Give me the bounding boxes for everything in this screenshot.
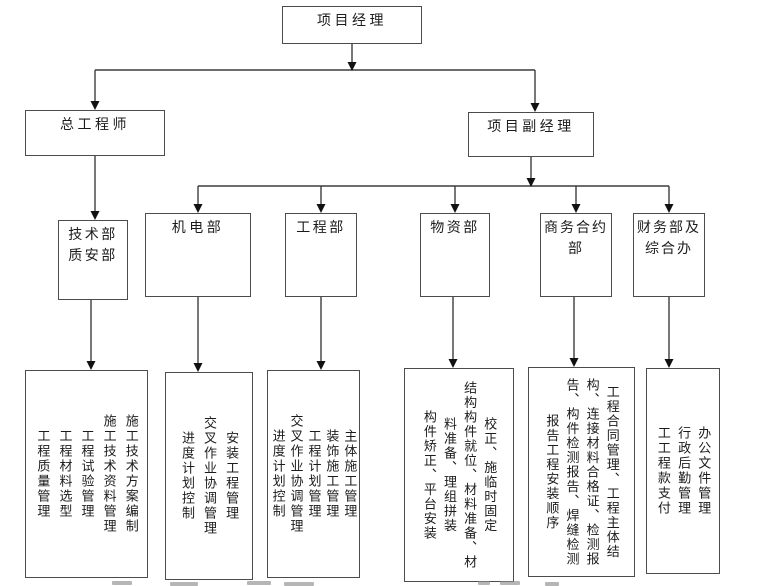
- dept-label-line: 工程部: [296, 221, 346, 236]
- arrowhead-icons: [86, 62, 674, 372]
- duty-column: 交叉作业协调管理: [202, 416, 218, 536]
- node-chief-engineer: 总工程师: [25, 110, 165, 156]
- cropped-caption-artifact: [478, 581, 490, 585]
- duty-column: 施工技术资料管理: [101, 414, 117, 534]
- node-deputy-project-manager-label: 项目副经理: [487, 120, 575, 135]
- dept-label-line: 综合办: [645, 242, 693, 257]
- duties-tech-quality: 施工技术方案编制 施工技术资料管理 工程试验管理 工程材料选型 工程质量管理: [25, 370, 148, 578]
- duty-column: 装饰施工管理: [324, 429, 340, 519]
- duties-text: 主体施工管理 装饰施工管理 工程计划管理 交叉作业协调管理 进度计划控制: [269, 371, 359, 577]
- duty-column: 工程合同管理、工程主体结: [604, 385, 620, 559]
- duty-column: 工工程款支付: [655, 426, 671, 516]
- duty-column: 构、连接材料合格证、检测报: [584, 377, 600, 567]
- node-project-manager-label: 项目经理: [317, 14, 387, 29]
- cropped-caption-artifact: [500, 581, 520, 585]
- duty-column: 工程质量管理: [35, 429, 51, 519]
- duties-text: 安装工程管理 交叉作业协调管理 进度计划控制: [176, 373, 242, 579]
- duty-column: 校正、施临时固定: [482, 417, 498, 533]
- duty-column: 办公文件管理: [696, 426, 712, 516]
- duties-mech-elec: 安装工程管理 交叉作业协调管理 进度计划控制: [165, 372, 253, 580]
- dept-label-line: 部: [568, 242, 584, 257]
- dept-label-line: 质安部: [68, 249, 118, 264]
- duty-column: 进度计划控制: [270, 429, 286, 519]
- duties-text: 校正、施临时固定 结构构件就位、材料准备、材 料准备、理组拼装 构件矫正、平台安…: [419, 369, 500, 581]
- duty-column: 报告工程安装顺序: [544, 414, 560, 530]
- duty-column: 料准备、理组拼装: [442, 417, 457, 533]
- node-dept-materials: 物资部: [420, 213, 490, 297]
- dept-label-line: 商务合约: [544, 221, 608, 236]
- node-chief-engineer-label: 总工程师: [60, 118, 130, 133]
- dept-label-line: 财务部及: [637, 221, 701, 236]
- cropped-caption-artifact: [284, 582, 314, 586]
- cropped-caption-artifact: [170, 582, 198, 586]
- duties-commerce-contract: 工程合同管理、工程主体结 构、连接材料合格证、检测报 告、构件检测报告、焊缝检测…: [528, 367, 635, 577]
- node-dept-finance-office: 财务部及 综合办: [633, 213, 705, 297]
- duties-materials: 校正、施临时固定 结构构件就位、材料准备、材 料准备、理组拼装 构件矫正、平台安…: [404, 368, 514, 582]
- duty-column: 结构构件就位、材料准备、材: [462, 380, 478, 570]
- duties-finance-office: 办公文件管理 行政后勤管理 工工程款支付: [646, 368, 720, 574]
- duty-column: 施工技术方案编制: [123, 414, 139, 534]
- duty-column: 工程计划管理: [306, 429, 322, 519]
- node-dept-engineering: 工程部: [285, 213, 357, 297]
- dept-label-line: 机电部: [171, 221, 225, 236]
- duty-column: 交叉作业协调管理: [288, 414, 304, 534]
- duties-engineering: 主体施工管理 装饰施工管理 工程计划管理 交叉作业协调管理 进度计划控制: [267, 370, 360, 578]
- duties-text: 施工技术方案编制 施工技术资料管理 工程试验管理 工程材料选型 工程质量管理: [31, 371, 141, 577]
- node-dept-tech-quality: 技术部 质安部: [58, 220, 128, 300]
- duty-column: 告、构件检测报告、焊缝检测: [564, 377, 580, 567]
- node-dept-commerce-contract: 商务合约 部: [540, 213, 612, 297]
- duty-column: 工程材料选型: [57, 429, 73, 519]
- duty-column: 行政后勤管理: [676, 426, 692, 516]
- node-project-manager: 项目经理: [282, 6, 422, 44]
- duty-column: 工程试验管理: [79, 429, 95, 519]
- duty-column: 构件矫正、平台安装: [421, 409, 437, 541]
- node-dept-mech-elec: 机电部: [145, 213, 251, 297]
- duties-text: 办公文件管理 行政后勤管理 工工程款支付: [653, 369, 713, 573]
- dept-label-line: 技术部: [68, 228, 118, 243]
- duties-text: 工程合同管理、工程主体结 构、连接材料合格证、检测报 告、构件检测报告、焊缝检测…: [541, 368, 622, 576]
- duty-column: 主体施工管理: [342, 429, 358, 519]
- cropped-caption-artifact: [545, 582, 559, 586]
- connector-lines: [90, 44, 670, 363]
- cropped-caption-artifact: [247, 581, 271, 585]
- duty-column: 进度计划控制: [179, 431, 195, 521]
- dept-label-line: 物资部: [430, 221, 480, 236]
- cropped-caption-artifact: [112, 581, 132, 585]
- duty-column: 安装工程管理: [224, 431, 240, 521]
- node-deputy-project-manager: 项目副经理: [468, 112, 594, 157]
